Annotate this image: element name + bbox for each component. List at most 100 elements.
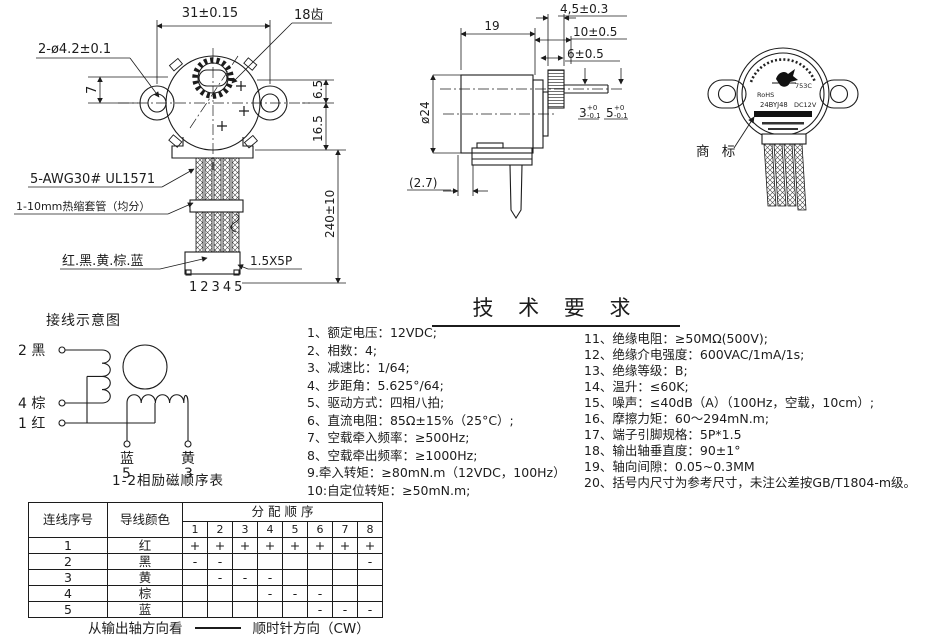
dim-31: 31±0.15 (182, 6, 238, 21)
wire-color: 棕 (107, 585, 183, 602)
sign-cell (282, 553, 308, 570)
sign-cell: - (182, 553, 208, 570)
wire-no: 3 (28, 569, 108, 586)
dim-10: 10±0.5 (573, 25, 617, 39)
sign-cell: - (357, 601, 383, 618)
sign-cell (357, 569, 383, 586)
label-fineprint-2 (768, 128, 798, 130)
step-header: 1 (182, 521, 208, 538)
sign-cell (332, 585, 358, 602)
front-view-drawing: 31±0.15 18齿 2-ø4.2±0.1 7 6.5 16.5 240±10… (14, 6, 346, 295)
sign-cell (207, 601, 233, 618)
sign-cell: - (257, 569, 283, 586)
table-row: 3 黄 - - - (28, 569, 383, 586)
step-header: 7 (332, 521, 358, 538)
label-black-bar (754, 111, 812, 117)
sign-cell: - (357, 553, 383, 570)
col-header-color: 导线颜色 (107, 502, 183, 538)
gear-teeth-label: 18齿 (294, 8, 324, 23)
dim-5-tol-dn: -0.1 (614, 112, 628, 120)
label-fineprint-1 (762, 122, 804, 125)
sign-cell (257, 553, 283, 570)
sign-cell: - (257, 585, 283, 602)
dim-6-5: 6.5 (311, 80, 325, 99)
wire-no: 1 (28, 537, 108, 554)
step-header: 5 (282, 521, 308, 538)
wire-break-mark (230, 213, 240, 233)
label-voltage: DC12V (794, 101, 817, 109)
tech-item: 17、端子引脚规格：5P*1.5 (584, 427, 742, 442)
label-rohs: RoHS (757, 91, 774, 99)
table-footer: 从输出轴方向看顺时针方向（CW） (88, 617, 370, 637)
tech-requirements-left-column: 1、额定电压：12VDC; 2、相数：4; 3、减速比：1/64; 4、步距角：… (307, 324, 595, 499)
sign-cell (232, 585, 258, 602)
terminal-4-brown (58, 399, 66, 407)
table-header-row: 连线序号 导线颜色 分 配 顺 序 (28, 502, 383, 538)
sign-cell: + (357, 537, 383, 554)
label-code: 753C (795, 82, 812, 90)
sign-cell: - (332, 601, 358, 618)
sign-cell (257, 601, 283, 618)
tech-item: 7、空载牵入频率：≥500Hz; (307, 430, 470, 445)
col-header-sequence: 分 配 顺 序 (182, 502, 383, 522)
motor-back-outline (707, 47, 859, 211)
sign-cell (332, 553, 358, 570)
sign-cell: - (307, 601, 333, 618)
sequence-table-title: 1-2相励磁顺序表 (112, 473, 225, 489)
label-arc-text (749, 58, 817, 83)
footer-line (194, 626, 241, 629)
tech-item: 5、驱动方式：四相八拍; (307, 395, 445, 410)
sign-cell: - (282, 585, 308, 602)
sign-cell: + (207, 537, 233, 554)
tech-requirements-right-column: 11、绝缘电阻：≥50MΩ(500V); 12、绝缘介电强度：600VAC/1m… (584, 331, 930, 491)
wire-collar (761, 133, 807, 145)
wire-color: 黄 (107, 569, 183, 586)
dim-3-tol-up: +0 (587, 104, 597, 112)
dim-6: 6±0.5 (567, 47, 604, 61)
sign-cell: + (282, 537, 308, 554)
tech-item: 15、噪声：≤40dB（A）（100Hz，空载，10cm）; (584, 395, 875, 410)
sign-cell: - (207, 553, 233, 570)
step-header: 4 (257, 521, 283, 538)
sign-cell (182, 585, 208, 602)
dim-4-5: 4,5±0.3 (560, 2, 608, 16)
wiring-label-4-brown: 4 棕 (18, 396, 45, 412)
sign-cell (332, 569, 358, 586)
wire-colors-label: 红.黑.黄.棕.蓝 (62, 253, 144, 269)
dim-5-tol-up: +0 (614, 104, 624, 112)
sign-cell (307, 553, 333, 570)
sign-cell: + (182, 537, 208, 554)
rotor-circle (122, 344, 168, 390)
tech-item: 10:自定位转矩：≥50mN.m; (307, 482, 471, 498)
table-row: 1 红 + + + + + + + + (28, 537, 383, 554)
sign-cell (357, 585, 383, 602)
sign-cell (307, 569, 333, 586)
step-header: 6 (307, 521, 333, 538)
terminal-2-black (58, 346, 66, 354)
sign-cell: + (257, 537, 283, 554)
sign-cell (207, 585, 233, 602)
sign-cell: + (332, 537, 358, 554)
sign-cell (282, 601, 308, 618)
side-view-drawing: 19 4,5±0.3 10±0.5 6±0.5 ø24 3 +0 -0.1 5 … (407, 2, 628, 220)
terminal-3-yellow (184, 440, 192, 448)
dim-d24: ø24 (418, 101, 432, 124)
dim-3-tol-dn: -0.1 (587, 112, 601, 120)
connector-spec-label: 1.5X5P (250, 254, 292, 268)
dim-mounting-holes: 2-ø4.2±0.1 (38, 42, 111, 57)
trademark-sticker: RoHS 753C 24BYJ48 DC12V (749, 58, 817, 130)
table-row: 4 棕 - - - (28, 585, 383, 602)
dim-16-5: 16.5 (311, 115, 325, 142)
sign-cell (282, 569, 308, 586)
sign-cell (232, 553, 258, 570)
bird-logo (776, 69, 798, 87)
wire-spec-label: 5-AWG30# UL1571 (30, 172, 155, 187)
tech-item: 13、绝缘等级：B; (584, 363, 688, 378)
dim-wire-length: 240±10 (323, 190, 337, 238)
wiring-label-yellow-num: 3 (184, 466, 193, 482)
excitation-sequence-table: 连线序号 导线颜色 分 配 顺 序 1 2 3 4 5 6 7 8 1 红 + … (28, 502, 383, 618)
tech-item: 20、括号内尺寸为参考尺寸，未注公差按GB/T1804-m级。 (584, 475, 917, 490)
sign-cell: - (307, 585, 333, 602)
sign-cell: + (307, 537, 333, 554)
table-row: 2 黑 - - - (28, 553, 383, 570)
